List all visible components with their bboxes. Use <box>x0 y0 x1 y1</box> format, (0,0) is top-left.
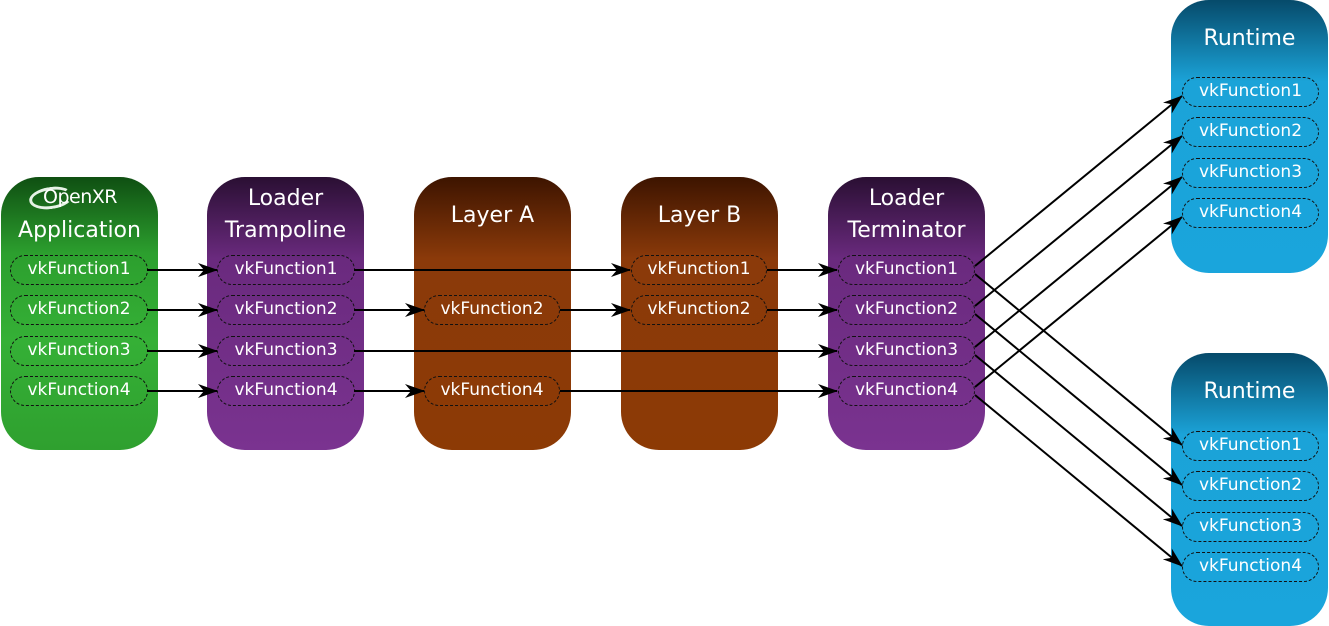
layer-b-function-1: vkFunction1 <box>631 255 767 285</box>
runtime-top-function-4: vkFunction4 <box>1182 198 1319 228</box>
application-block: OpenXR Application vkFunction1 vkFunctio… <box>1 177 158 450</box>
openxr-logo-text: OpenXR <box>43 186 117 208</box>
runtime-top-function-3: vkFunction3 <box>1182 158 1319 188</box>
terminator-function-3: vkFunction3 <box>838 336 975 366</box>
arrow-terminator-2-to-runtime-top-2 <box>974 135 1183 307</box>
openxr-logo: OpenXR <box>27 183 133 213</box>
arrow-terminator-2-to-runtime-bottom-2 <box>974 313 1183 486</box>
terminator-function-1: vkFunction1 <box>838 255 975 285</box>
runtime-bottom-function-2: vkFunction2 <box>1182 471 1319 501</box>
runtime-top-title: Runtime <box>1203 26 1296 51</box>
loader-trampoline-title-line2: Trampoline <box>224 218 347 243</box>
terminator-function-4: vkFunction4 <box>838 376 975 406</box>
loader-terminator-block: Loader Terminator vkFunction1 vkFunction… <box>828 177 985 450</box>
layer-b-block: Layer B vkFunction1 vkFunction2 <box>621 177 778 450</box>
runtime-bottom-block: Runtime vkFunction1 vkFunction2 vkFuncti… <box>1171 353 1328 626</box>
arrow-terminator-3-to-runtime-bottom-3 <box>974 354 1183 527</box>
loader-terminator-title-line1: Loader <box>868 186 945 211</box>
arrow-terminator-4-to-runtime-top-4 <box>974 216 1183 388</box>
runtime-top-block: Runtime vkFunction1 vkFunction2 vkFuncti… <box>1171 0 1328 273</box>
runtime-bottom-title: Runtime <box>1203 379 1296 404</box>
loader-trampoline-title-line1: Loader <box>247 186 324 211</box>
arrow-terminator-4-to-runtime-bottom-4 <box>974 394 1183 567</box>
runtime-bottom-function-1: vkFunction1 <box>1182 431 1319 461</box>
loader-trampoline-block: Loader Trampoline vkFunction1 vkFunction… <box>207 177 364 450</box>
arrow-terminator-1-to-runtime-top-1 <box>974 95 1183 267</box>
layer-b-title: Layer B <box>657 203 742 228</box>
layer-a-title: Layer A <box>450 203 535 228</box>
runtime-top-function-2: vkFunction2 <box>1182 117 1319 147</box>
terminator-function-2: vkFunction2 <box>838 295 975 325</box>
arrow-terminator-1-to-runtime-bottom-1 <box>974 273 1183 446</box>
layer-b-function-2: vkFunction2 <box>631 295 767 325</box>
runtime-bottom-function-4: vkFunction4 <box>1182 552 1319 582</box>
runtime-bottom-function-3: vkFunction3 <box>1182 512 1319 542</box>
loader-terminator-title-line2: Terminator <box>847 218 966 243</box>
arrow-terminator-3-to-runtime-top-3 <box>974 176 1183 348</box>
application-title: Application <box>18 218 141 243</box>
runtime-top-function-1: vkFunction1 <box>1182 77 1319 107</box>
layer-a-block: Layer A vkFunction2 vkFunction4 <box>414 177 571 450</box>
